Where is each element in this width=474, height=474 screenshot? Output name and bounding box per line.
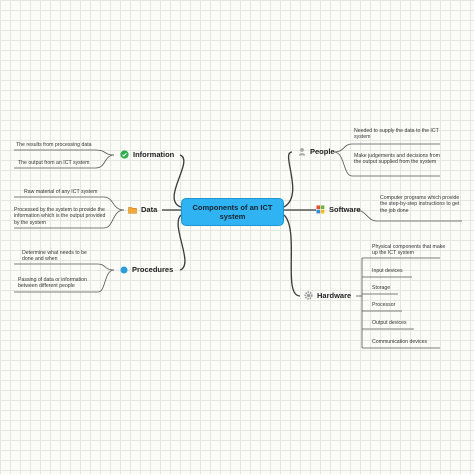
- leaf-information-1: The results from processing data: [16, 142, 92, 148]
- leaf-hardware-5: Output devices: [372, 320, 407, 326]
- leaf-hardware-1: Physical components that make up the ICT…: [372, 244, 446, 257]
- leaf-procedures-2: Passing of data or information between d…: [18, 277, 87, 290]
- leaf-hardware-6: Communication devices: [372, 339, 428, 345]
- leaf-people-1: Needed to supply the data to the ICT sys…: [354, 128, 439, 141]
- leaf-information-2: The output from an ICT system: [18, 160, 90, 166]
- topic-data[interactable]: Data: [128, 205, 157, 214]
- leaf-hardware-2: Input devices: [372, 268, 403, 274]
- topic-hardware[interactable]: Hardware: [304, 291, 351, 300]
- windows-logo-icon: [316, 205, 325, 214]
- leaf-people-2: Make judgements and decisions from the o…: [354, 153, 440, 166]
- connector-hardware: [283, 214, 301, 297]
- leaf-data-1: Raw material of any ICT system: [24, 189, 98, 195]
- connector-people: [283, 151, 294, 208]
- topic-people-label: People: [310, 147, 335, 156]
- leaf-data-2: Processed by the system to provide the i…: [14, 207, 106, 226]
- central-topic[interactable]: Components of an ICT system: [181, 198, 284, 226]
- leaf-hardware-4: Processor: [372, 302, 396, 308]
- topic-information-label: Information: [133, 150, 175, 159]
- topic-software-label: Software: [329, 205, 361, 214]
- topic-procedures-label: Procedures: [132, 265, 174, 274]
- central-topic-title: Components of an ICT system: [192, 203, 273, 221]
- topic-hardware-label: Hardware: [317, 291, 352, 300]
- connector-procedures: [177, 214, 186, 271]
- leaf-hardware-3: Storage: [372, 285, 391, 291]
- gear-icon: [304, 291, 313, 300]
- topic-data-label: Data: [141, 205, 158, 214]
- person-icon: [297, 147, 306, 156]
- leaf-software-1: Computer programs which provide the step…: [380, 195, 460, 214]
- folder-icon: [128, 205, 137, 214]
- topic-information[interactable]: Information: [120, 150, 174, 159]
- topic-procedures[interactable]: Procedures: [119, 265, 173, 274]
- topic-software[interactable]: Software: [316, 205, 361, 214]
- check-circle-icon: [120, 150, 129, 159]
- topic-people[interactable]: People: [297, 147, 335, 156]
- leaf-procedures-1: Determine what needs to be done and when: [22, 250, 87, 263]
- blue-dot-icon: [119, 265, 128, 274]
- connector-information: [173, 154, 185, 208]
